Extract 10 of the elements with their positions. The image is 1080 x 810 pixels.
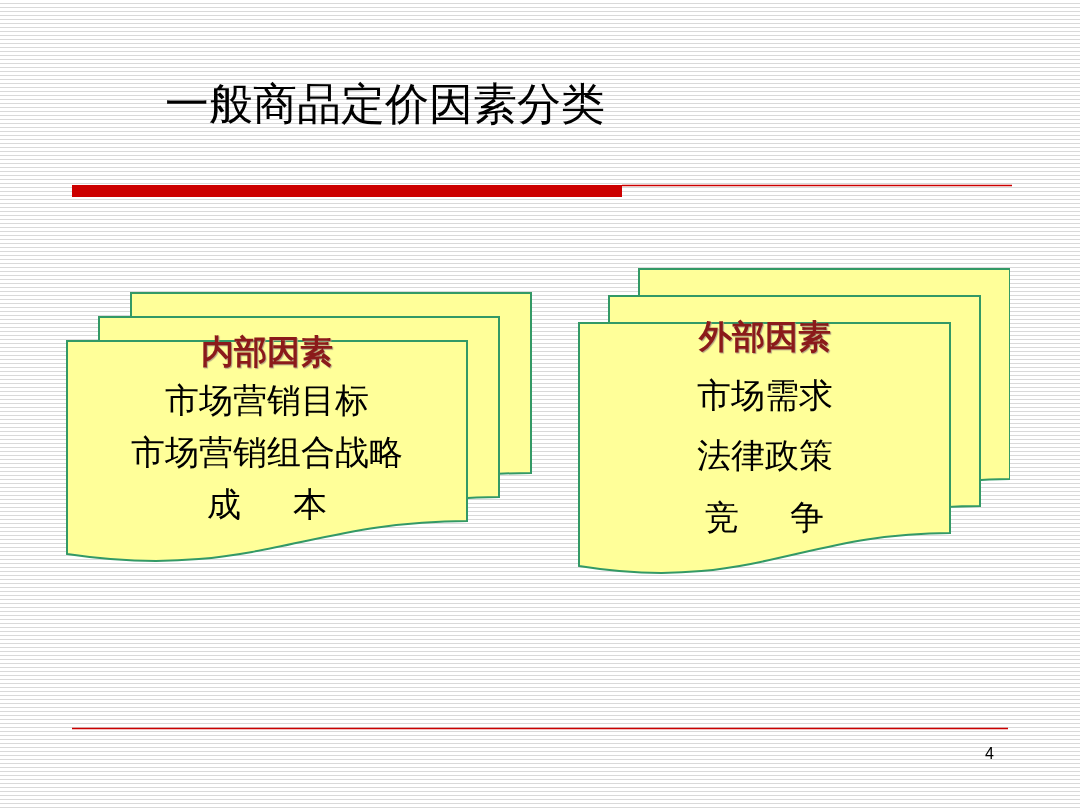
box-heading: 外部因素	[697, 320, 832, 353]
page-number: 4	[985, 746, 994, 762]
box-text: 法律政策	[695, 438, 834, 472]
box-text: 市场营销目标	[164, 383, 370, 417]
box-text: 成 本	[206, 487, 328, 521]
box-text: 竞 争	[703, 500, 826, 534]
box-heading: 内部因素	[200, 335, 334, 368]
slide-title: 一般商品定价因素分类	[165, 80, 605, 129]
box-text: 市场营销组合战略	[130, 435, 404, 469]
box-text: 市场需求	[695, 378, 834, 412]
